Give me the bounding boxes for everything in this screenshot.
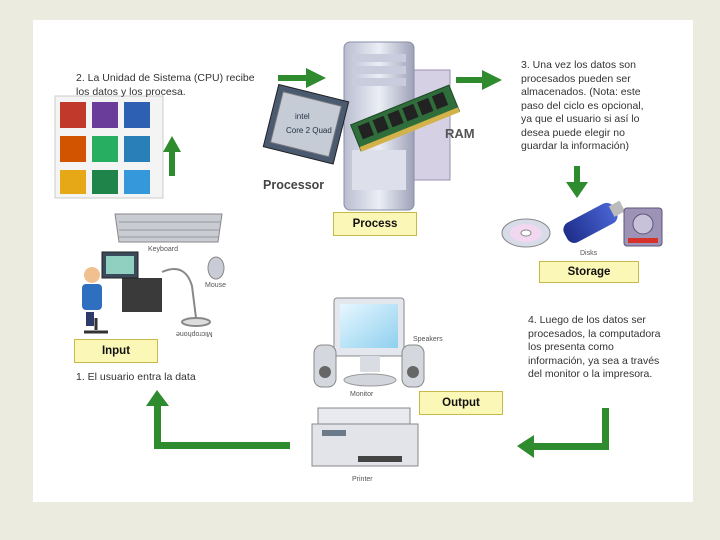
processor-label: Processor: [263, 178, 325, 192]
step4-note: 4. Luego de los datos ser procesados, la…: [528, 314, 661, 382]
step3-note: 3. Una vez los datos son procesados pued…: [521, 59, 644, 154]
cpu-chip-brand-label: intel: [295, 112, 310, 121]
step4-line: 4. Luego de los datos ser: [528, 314, 646, 326]
monitor-icon: [333, 297, 405, 387]
output-box: Output: [419, 391, 503, 415]
printer-icon: [311, 407, 419, 467]
user-at-desk-icon: [82, 251, 162, 334]
step4-line: procesados, la computadora: [528, 327, 661, 340]
mouse-label: Mouse: [205, 282, 227, 289]
step3-line: procesados pueden ser: [521, 72, 631, 85]
step4-line: información, ya sea a través: [528, 354, 660, 367]
disks-label: Disks: [580, 250, 598, 257]
usb-drive-icon: [563, 200, 626, 243]
process-box: Process: [333, 212, 417, 236]
step3-line: almacenados. (Nota: este: [521, 86, 641, 98]
flow-arrows: [146, 68, 609, 458]
cpu-chip-model-label: Core 2 Quad: [286, 126, 332, 135]
keyboard-label: Keyboard: [148, 246, 178, 253]
monitor-label: Monitor: [350, 391, 374, 398]
disc-icon: [501, 218, 551, 248]
step4-line: del monitor o la impresora.: [528, 368, 653, 380]
hard-disk-icon: [623, 207, 663, 247]
step3-line: 3. Una vez los datos son: [521, 59, 636, 71]
keyboard-icon: [114, 213, 223, 243]
microphone-label: Microphone: [176, 330, 213, 337]
ram-module-icon: [349, 84, 461, 152]
input-box: Input: [74, 339, 158, 363]
ram-label: RAM: [445, 126, 475, 141]
mouse-icon: [207, 256, 225, 280]
speakers-icon: [313, 344, 425, 388]
step3-line: ya que el usuario si así lo: [521, 113, 640, 125]
step2-note: 2. La Unidad de Sistema (CPU) recibe los…: [76, 72, 255, 99]
printer-label: Printer: [352, 476, 373, 483]
office-apps-icon: [54, 95, 164, 199]
microphone-icon: [161, 268, 211, 327]
step1-note: 1. El usuario entra la data: [76, 371, 196, 383]
step2-line: los datos y los procesa.: [76, 85, 186, 98]
processor-chip-icon: [262, 83, 350, 165]
step2-line: 2. La Unidad de Sistema (CPU) recibe: [76, 72, 255, 84]
speakers-label: Speakers: [413, 336, 443, 343]
step3-line: guardar la información): [521, 140, 629, 152]
step3-line: desea puede elegir no: [521, 126, 625, 139]
storage-box: Storage: [539, 261, 639, 283]
step4-line: los presenta como: [528, 341, 614, 353]
step3-line: paso del ciclo es opcional,: [521, 99, 644, 112]
